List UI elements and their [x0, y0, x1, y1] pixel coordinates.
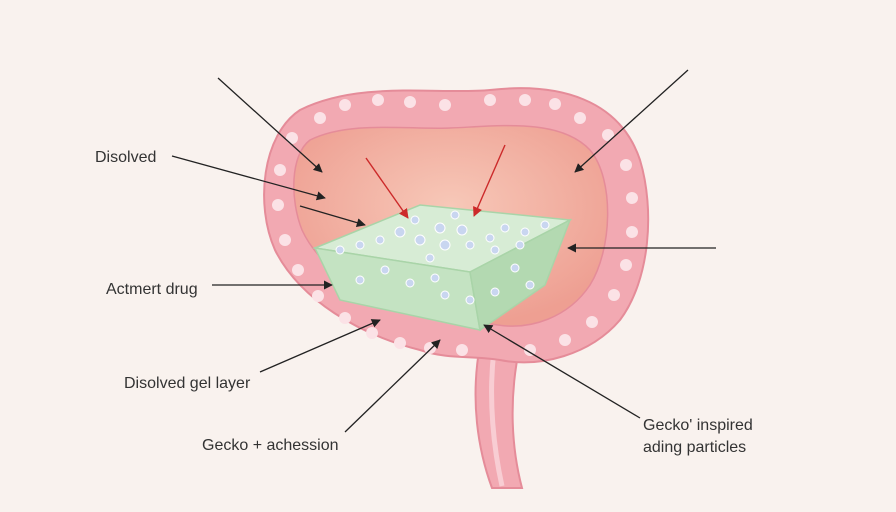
label-gecko-inspired-line2: ading particles [643, 439, 747, 456]
pointer-lines [171, 69, 716, 433]
gel-side-face [469, 218, 572, 332]
label-disolved: Disolved [95, 149, 157, 166]
label-gecko-inspired-line1: Gecko' inspired [643, 417, 753, 434]
label-actment-drug: Actmert drug [106, 281, 198, 298]
red-arrows [365, 144, 506, 219]
label-gecko-adhesion: Gecko + achession [202, 437, 339, 454]
drug-particles [335, 210, 550, 305]
label-disolved-gel-layer: Disolved gel layer [124, 375, 251, 392]
mucosa-dots [272, 94, 638, 356]
gel-block [312, 204, 573, 332]
esophagus-tube [474, 344, 524, 489]
label-gecko-inspired: Gecko' inspired ading particles [643, 415, 753, 459]
